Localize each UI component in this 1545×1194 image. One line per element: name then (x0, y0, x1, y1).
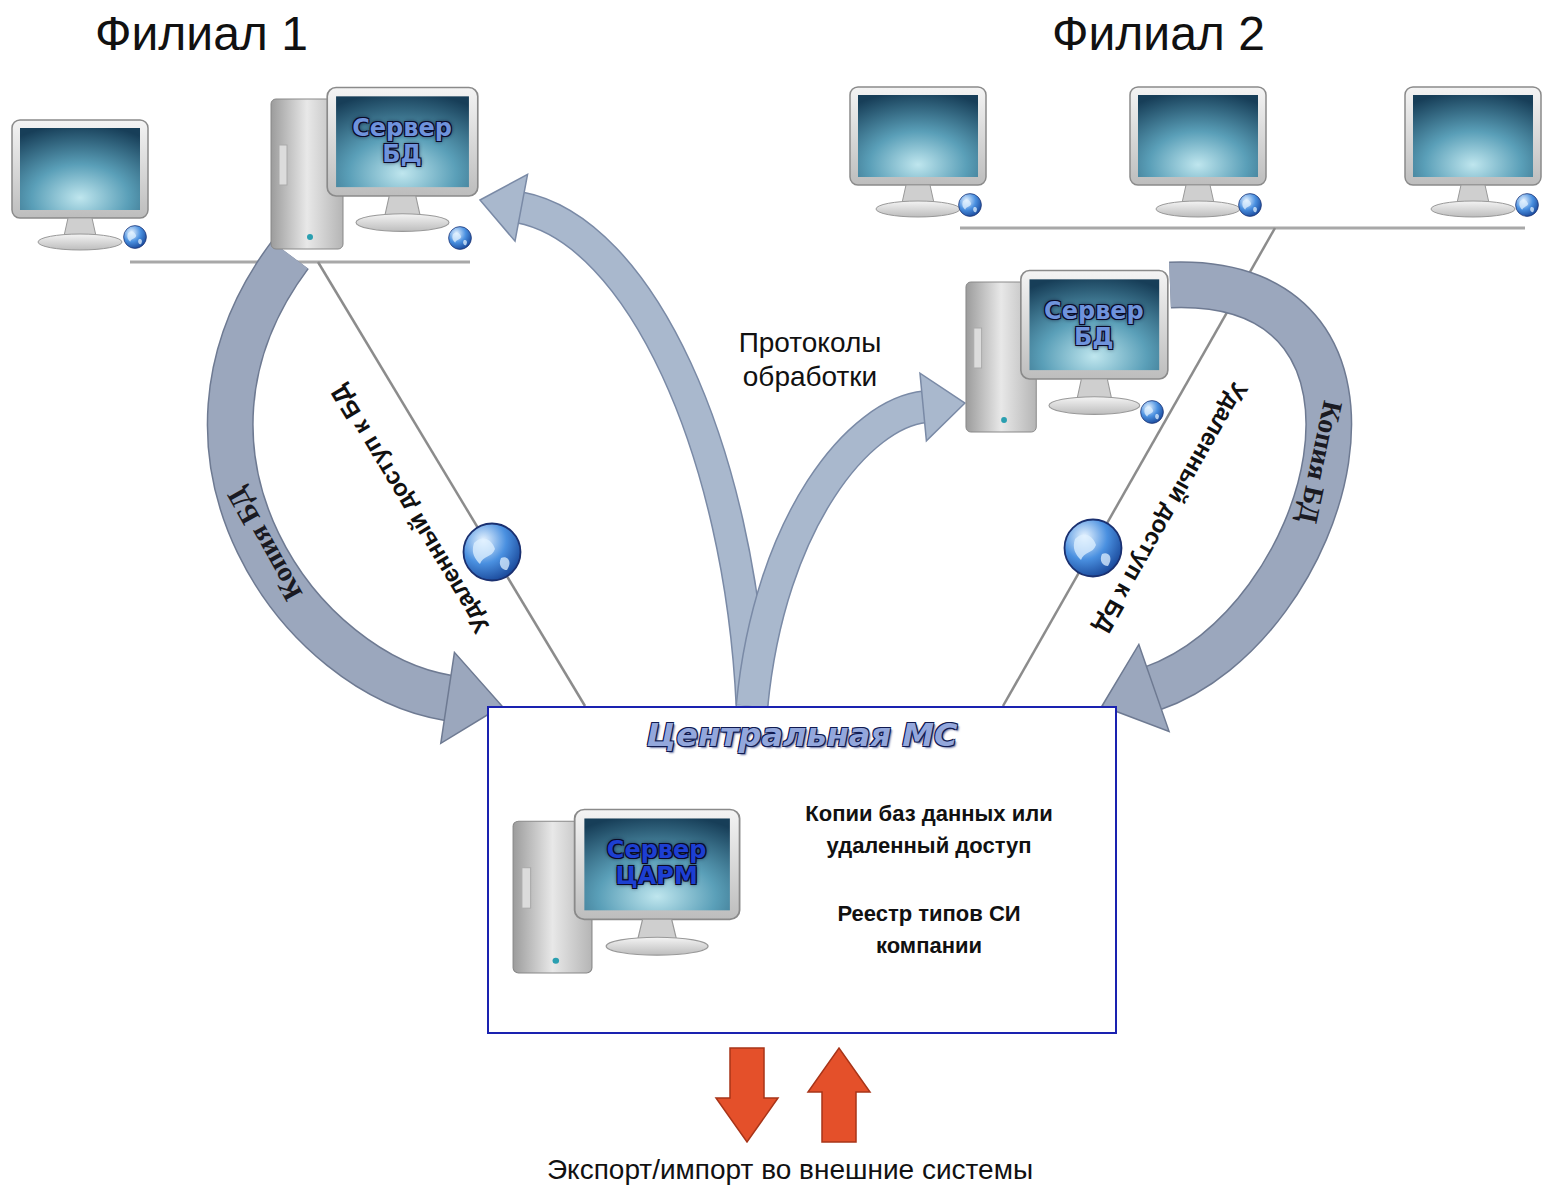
connector-arrow (230, 255, 502, 743)
server-label: Сервер БД (1039, 299, 1149, 351)
arrow-shaft (752, 407, 925, 706)
box-title: Центральная МС (489, 716, 1115, 754)
server-computer: Сервер БД (965, 268, 1170, 438)
screen-area: Сервер БД (336, 96, 468, 187)
connector-arrow (480, 174, 752, 706)
computer-icon (965, 268, 1170, 438)
arrowhead (920, 373, 965, 441)
arrow-shaft (230, 255, 449, 698)
screen-area: Сервер БД (1029, 279, 1158, 370)
io-label: Экспорт/импорт во внешние системы (547, 1154, 1033, 1186)
server-computer: Сервер БД (270, 85, 480, 255)
server-label: Сервер БД (347, 116, 457, 168)
arrow-outline (519, 207, 752, 706)
connector-arrow (752, 373, 965, 706)
box-text: Копии баз данных или удаленный доступ (779, 798, 1079, 862)
branch-title: Филиал 2 (1052, 6, 1265, 61)
branch-title: Филиал 1 (95, 6, 308, 61)
link-label: Удаленный доступ к БД (325, 380, 495, 638)
arrowhead (480, 174, 528, 241)
arrow-shaft (519, 207, 752, 706)
system-box: Центральная МС Копии баз данных или удале… (487, 706, 1117, 1034)
arrow-label: Протоколы обработки (695, 326, 925, 393)
arrow-outline (230, 255, 449, 698)
arrow-outline (752, 407, 925, 706)
server-label: Сервер ЦАРМ (602, 838, 712, 890)
link-label: Удаленный доступ к БД (1089, 378, 1254, 639)
computer-icon (512, 807, 742, 979)
server-computer: Сервер ЦАРМ (512, 807, 742, 979)
box-text: Реестр типов СИ компании (809, 898, 1049, 962)
screen-area: Сервер ЦАРМ (584, 818, 729, 910)
computer-icon (270, 85, 480, 255)
